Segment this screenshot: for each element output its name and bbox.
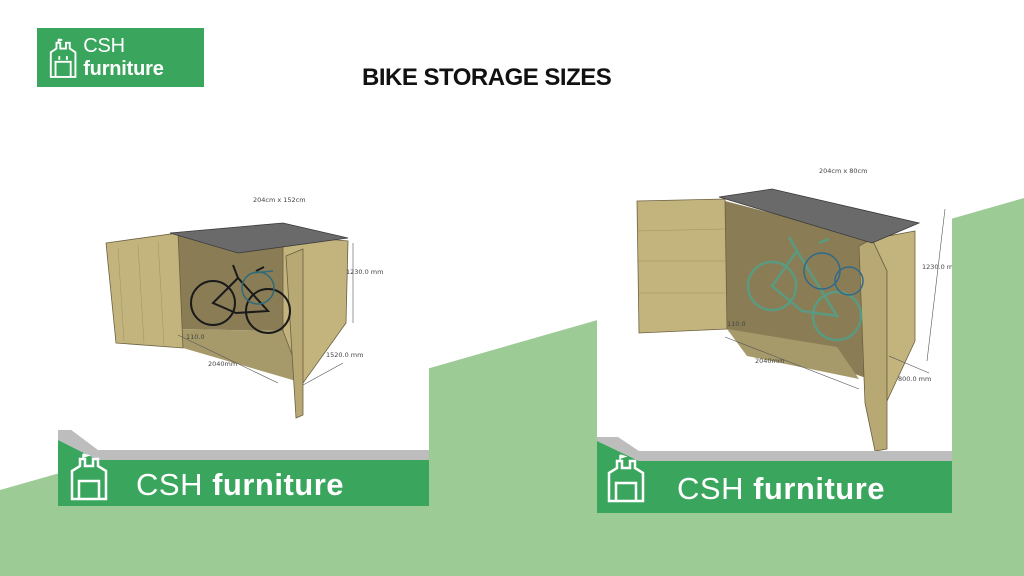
width-dimension: 2040mm <box>208 360 238 368</box>
depth-dimension: 1520.0 mm <box>326 351 364 359</box>
storage-illustration-small <box>636 188 946 452</box>
small-dimension: 110.0 <box>727 320 746 328</box>
storage-illustration-large <box>105 222 354 419</box>
banner-brand-text: CSH furniture <box>136 467 345 502</box>
card-banner-background <box>597 437 952 513</box>
castle-icon <box>607 454 645 503</box>
card-banner-background <box>58 430 429 506</box>
storage-card-large: 204cm x 152cm 1230.0 mm 1520.0 mm 2040mm… <box>58 153 429 506</box>
height-dimension: 1230.0 mm <box>346 268 384 276</box>
castle-icon <box>49 37 77 78</box>
height-dimension: 1230.0 mm <box>922 263 952 271</box>
banner-brand-text: CSH furniture <box>677 471 886 506</box>
top-dimension: 204cm x 152cm <box>253 196 306 204</box>
brand-logo: CSH furniture <box>37 28 204 87</box>
storage-card-small: 204cm x 80cm 1230.0 mm 800.0 mm 2040mm 1… <box>597 151 952 513</box>
logo-text: CSH furniture <box>83 34 164 80</box>
page-title: BIKE STORAGE SIZES <box>362 64 612 91</box>
width-dimension: 2040mm <box>755 357 785 365</box>
depth-dimension: 800.0 mm <box>898 375 932 383</box>
small-dimension: 110.0 <box>186 333 205 341</box>
castle-icon <box>70 453 108 501</box>
top-dimension: 204cm x 80cm <box>819 167 868 175</box>
